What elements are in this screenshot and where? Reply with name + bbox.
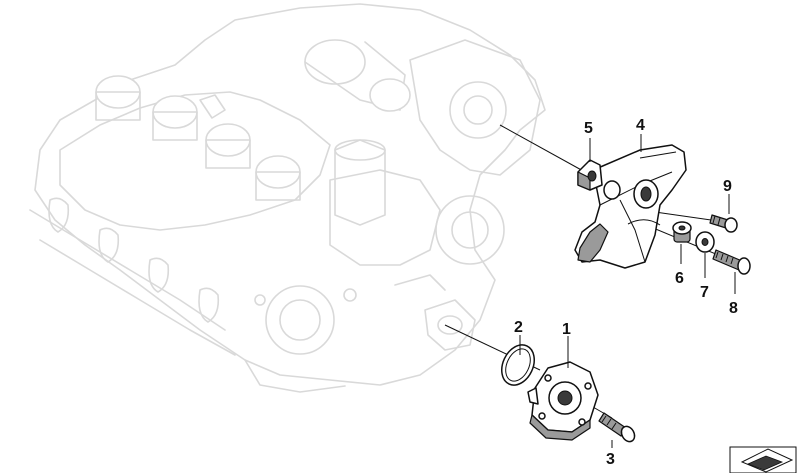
callout-6: 6 xyxy=(675,270,684,287)
callout-labels: 5 4 9 6 7 8 2 1 3 xyxy=(514,117,738,468)
part-4-bracket[interactable] xyxy=(574,144,687,269)
callout-7: 7 xyxy=(700,284,709,301)
callout-leaders xyxy=(519,134,736,448)
part-8-bolt[interactable] xyxy=(712,249,751,275)
part-5-bushing[interactable] xyxy=(577,159,603,191)
part-9-bolt[interactable] xyxy=(709,214,738,233)
part-1-flange[interactable] xyxy=(527,361,599,441)
callout-3: 3 xyxy=(606,451,615,468)
part-6-sleeve[interactable] xyxy=(672,221,692,243)
callout-5: 5 xyxy=(584,120,593,137)
part-7-washer[interactable] xyxy=(695,231,715,253)
part-2-o-ring[interactable] xyxy=(496,340,541,391)
callout-2: 2 xyxy=(514,319,523,336)
callout-1: 1 xyxy=(562,321,571,338)
axis-line-upper xyxy=(499,124,586,173)
diagram-corner-arrow-icon xyxy=(729,446,797,473)
callout-9: 9 xyxy=(723,178,732,195)
part-3-bolt[interactable] xyxy=(598,412,637,444)
engine-block-outline xyxy=(29,3,546,393)
callout-4: 4 xyxy=(636,117,645,134)
callout-8: 8 xyxy=(729,300,738,317)
